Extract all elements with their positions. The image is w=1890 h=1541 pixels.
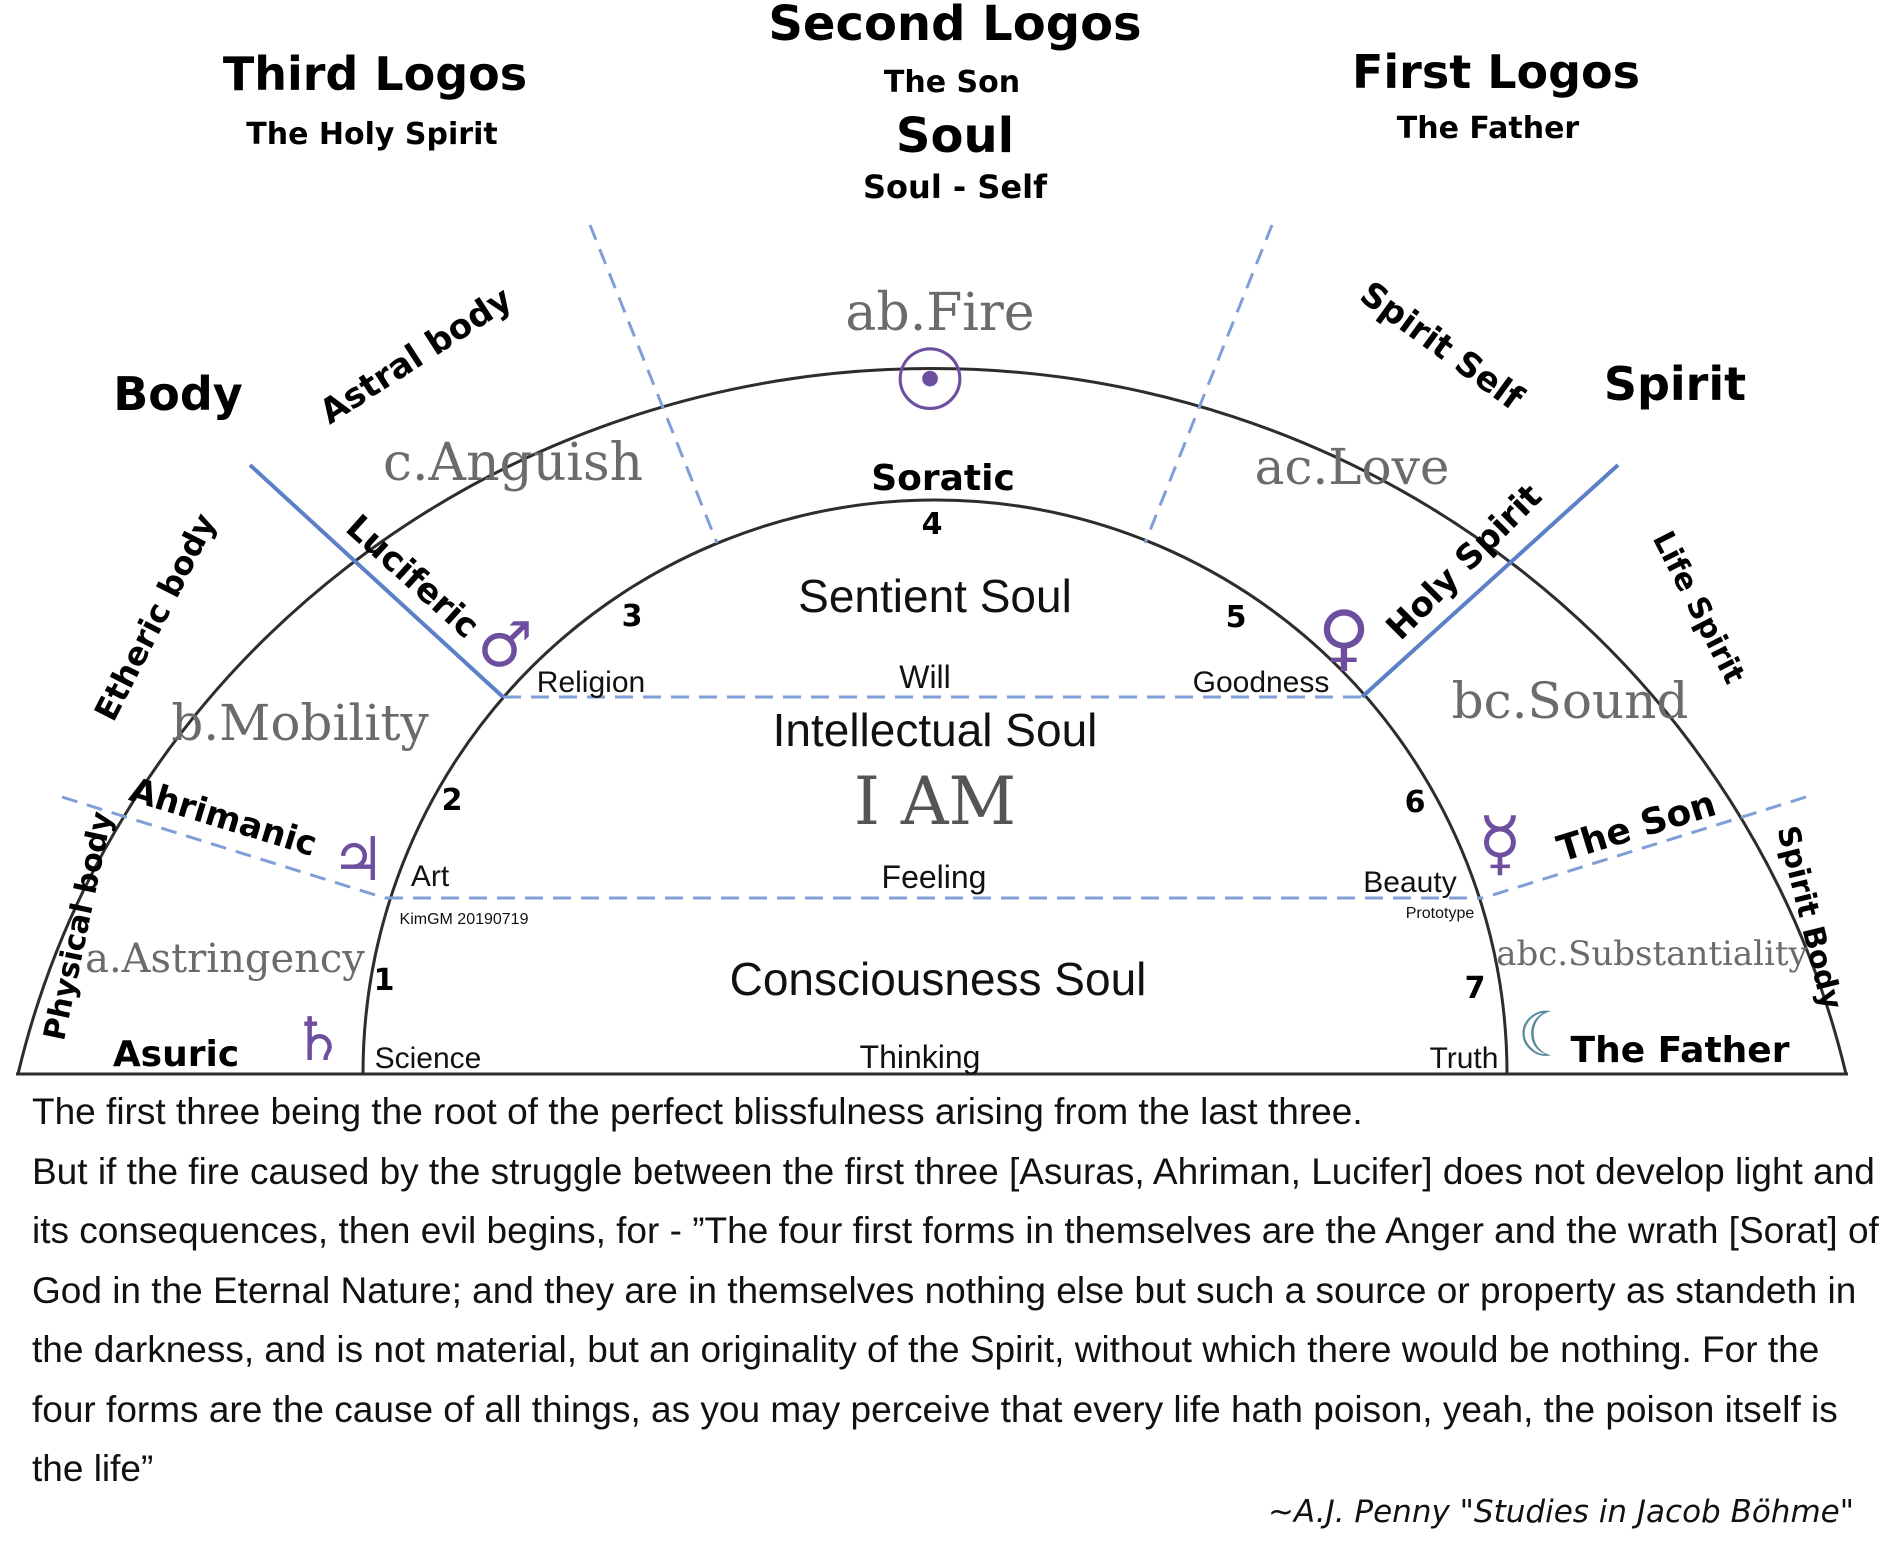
third-logos-title: Third Logos bbox=[223, 47, 527, 101]
soul-self-label: Soul - Self bbox=[863, 168, 1048, 206]
line-holy-spirit bbox=[1360, 463, 1620, 699]
astringency-quality: a.Astringency bbox=[85, 936, 365, 982]
moon-icon: ☾ bbox=[1517, 998, 1573, 1071]
holy-spirit-label: Holy Spirit bbox=[1378, 476, 1550, 648]
physical-body-label: Physical body bbox=[37, 808, 120, 1044]
divider-top-left bbox=[588, 224, 719, 544]
quote-block: The first three being the root of the pe… bbox=[32, 1082, 1884, 1499]
saturn-icon: ♄ bbox=[291, 1005, 345, 1075]
art-label: Art bbox=[411, 860, 450, 893]
the-son-label: The Son bbox=[1552, 784, 1720, 871]
beauty-label: Beauty bbox=[1363, 866, 1456, 899]
soratic-label: Soratic bbox=[871, 458, 1015, 499]
love-quality: ac.Love bbox=[1255, 438, 1450, 496]
semicircle-diagram: Second Logos The Son Soul Soul - Self Th… bbox=[16, 0, 1849, 1076]
feeling-label: Feeling bbox=[882, 859, 987, 895]
mars-icon: ♂ bbox=[477, 608, 533, 681]
asuric-label: Asuric bbox=[113, 1034, 239, 1075]
fire-quality: ab.Fire bbox=[845, 283, 1034, 343]
sentient-soul-label: Sentient Soul bbox=[798, 570, 1072, 622]
ahrimanic-label: Ahrimanic bbox=[125, 770, 322, 865]
divider-left-lower bbox=[61, 795, 386, 900]
spirit-self-label: Spirit Self bbox=[1352, 274, 1531, 419]
first-logos-sub: The Father bbox=[1397, 111, 1580, 146]
anguish-quality: c.Anguish bbox=[383, 433, 643, 493]
thinking-label: Thinking bbox=[860, 1039, 981, 1075]
number-3: 3 bbox=[622, 599, 643, 634]
number-1: 1 bbox=[374, 963, 395, 998]
mobility-quality: b.Mobility bbox=[171, 694, 429, 752]
prototype-label: Prototype bbox=[1406, 905, 1475, 922]
spirit-body-label: Spirit Body bbox=[1770, 822, 1849, 1013]
sun-icon: ☉ bbox=[891, 331, 968, 431]
truth-label: Truth bbox=[1430, 1042, 1499, 1075]
the-father-label: The Father bbox=[1571, 1030, 1790, 1071]
mercury-icon: ☿ bbox=[1478, 801, 1522, 885]
divider-right-lower bbox=[1482, 795, 1807, 900]
number-2: 2 bbox=[442, 783, 463, 818]
body-header: Body bbox=[113, 367, 243, 421]
third-logos-sub: The Holy Spirit bbox=[246, 117, 497, 152]
astral-body-label: Astral body bbox=[313, 279, 519, 432]
outer-arc bbox=[16, 367, 1848, 1075]
divider-top-right bbox=[1143, 224, 1274, 544]
life-spirit-label: Life Spirit bbox=[1645, 526, 1752, 690]
sound-quality: bc.Sound bbox=[1452, 672, 1689, 730]
intellectual-soul-label: Intellectual Soul bbox=[773, 704, 1098, 756]
substantiality-quality: abc.Substantiality bbox=[1496, 934, 1808, 974]
first-logos-title: First Logos bbox=[1352, 45, 1640, 99]
science-label: Science bbox=[375, 1042, 482, 1075]
attribution: ~A.J. Penny "Studies in Jacob Böhme" bbox=[1267, 1494, 1854, 1530]
quote-paragraph-2: But if the fire caused by the struggle b… bbox=[32, 1150, 1879, 1490]
consciousness-soul-label: Consciousness Soul bbox=[730, 953, 1147, 1005]
will-label: Will bbox=[899, 659, 951, 695]
line-luciferic bbox=[248, 463, 505, 699]
number-7: 7 bbox=[1465, 971, 1486, 1006]
number-6: 6 bbox=[1405, 785, 1426, 820]
second-logos-title: Second Logos bbox=[768, 0, 1141, 52]
i-am-label: I AM bbox=[854, 763, 1016, 840]
religion-label: Religion bbox=[537, 666, 645, 699]
spirit-header: Spirit bbox=[1604, 357, 1746, 411]
quote-line-1: The first three being the root of the pe… bbox=[32, 1091, 1363, 1132]
luciferic-label: Luciferic bbox=[338, 507, 487, 647]
number-5: 5 bbox=[1226, 600, 1247, 635]
soul-header: Soul bbox=[896, 108, 1014, 164]
number-4: 4 bbox=[922, 507, 943, 542]
jupiter-icon: ♃ bbox=[331, 825, 385, 895]
credit-label: KimGM 20190719 bbox=[400, 911, 529, 928]
goodness-label: Goodness bbox=[1193, 666, 1330, 699]
inner-arc bbox=[361, 498, 1509, 1075]
second-logos-sub: The Son bbox=[884, 65, 1020, 100]
venus-icon: ♀ bbox=[1318, 595, 1371, 679]
